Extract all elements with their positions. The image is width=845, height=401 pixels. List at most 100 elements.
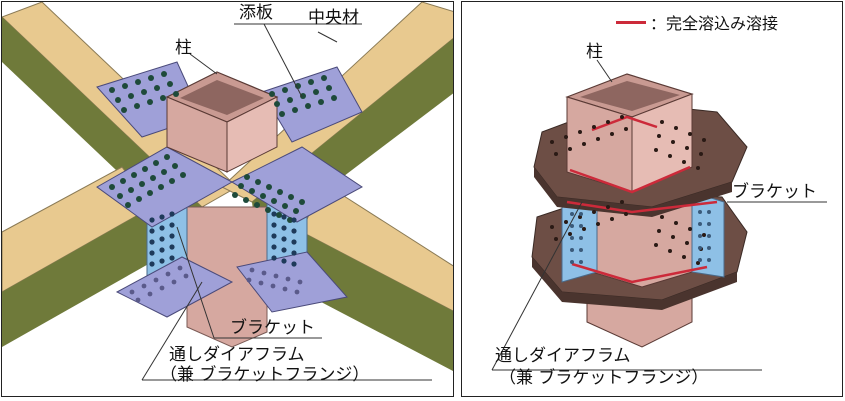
bolt xyxy=(276,212,282,218)
bolt xyxy=(150,175,156,181)
bolt xyxy=(671,235,675,239)
bolt xyxy=(564,135,568,139)
bolt xyxy=(654,148,658,152)
bolt xyxy=(698,258,702,262)
bolt xyxy=(313,89,319,95)
bolt xyxy=(293,208,299,214)
bolt xyxy=(308,79,314,85)
bolt xyxy=(154,85,160,91)
bolt xyxy=(299,199,305,205)
bolt xyxy=(129,289,135,295)
bolt xyxy=(305,103,311,109)
bolt xyxy=(582,227,586,231)
bolt xyxy=(682,255,686,259)
bolt xyxy=(243,197,249,203)
column-top-hole xyxy=(180,80,264,115)
bolt xyxy=(246,277,252,283)
bolt xyxy=(159,258,165,264)
bolt xyxy=(582,142,586,146)
bolt xyxy=(281,258,287,264)
bolt xyxy=(674,126,678,130)
bolt xyxy=(271,255,277,261)
bolt xyxy=(149,228,155,234)
label-column: 柱 xyxy=(586,42,603,62)
bolt xyxy=(321,75,327,81)
bolt xyxy=(159,225,165,231)
bolt xyxy=(169,233,175,239)
bolt xyxy=(698,246,702,250)
bolt xyxy=(707,210,711,214)
bolt xyxy=(285,276,291,282)
bolt xyxy=(270,283,276,289)
bolt xyxy=(141,283,147,289)
bolt xyxy=(318,99,324,105)
bolt xyxy=(624,212,628,216)
bolt xyxy=(158,184,164,190)
legend-text: ：完全溶込み溶接 xyxy=(650,14,779,33)
bolt xyxy=(271,222,277,228)
bolt xyxy=(260,193,266,199)
bolt xyxy=(149,217,155,223)
bolt xyxy=(660,120,664,124)
bolt xyxy=(161,71,167,77)
bolt xyxy=(596,137,600,141)
label-column: 柱 xyxy=(175,38,192,58)
bolt xyxy=(292,107,298,113)
bolt xyxy=(147,99,153,105)
bolt xyxy=(153,160,159,166)
bolt xyxy=(135,297,141,303)
bolt xyxy=(610,217,614,221)
bolt xyxy=(287,217,293,223)
bolt xyxy=(161,169,167,175)
bolt xyxy=(682,160,686,164)
bolt xyxy=(698,222,702,226)
bolt xyxy=(610,132,614,136)
bolt xyxy=(142,166,148,172)
bolt xyxy=(707,222,711,226)
bolt xyxy=(277,189,283,195)
bolt xyxy=(657,134,661,138)
bolt xyxy=(281,247,287,253)
bolt xyxy=(579,248,583,252)
bolt xyxy=(254,202,260,208)
bolt xyxy=(271,198,277,204)
bolt xyxy=(266,184,272,190)
bolt xyxy=(171,279,177,285)
bolt xyxy=(135,79,141,85)
bolt xyxy=(294,289,300,295)
bolt xyxy=(291,250,297,256)
label-through-diaphragm: 通しダイアフラム xyxy=(169,345,305,365)
bolt xyxy=(606,205,610,209)
label-bracket: ブラケット xyxy=(732,182,817,202)
bolt xyxy=(668,249,672,253)
bolt xyxy=(685,241,689,245)
bolt xyxy=(180,172,186,178)
bolt xyxy=(131,172,137,178)
bolt xyxy=(271,244,277,250)
bolt xyxy=(688,227,692,231)
bolt xyxy=(255,179,261,185)
bolt xyxy=(165,271,171,277)
diaphragm-lower-edge xyxy=(532,257,737,310)
bolt xyxy=(282,87,288,93)
bolt xyxy=(568,232,572,236)
bolt xyxy=(291,239,297,245)
bolt xyxy=(282,286,288,292)
bolt xyxy=(136,196,142,202)
bolt xyxy=(115,97,121,103)
bolt xyxy=(688,132,692,136)
bolt xyxy=(244,174,250,180)
bolt xyxy=(149,250,155,256)
bolt xyxy=(668,154,672,158)
bolt xyxy=(579,212,583,216)
left-panel: 柱 添板 中央材 ブラケット 通しダイアフラム （兼 ブラケットフランジ） xyxy=(1,1,454,397)
bolt xyxy=(147,190,153,196)
bolt xyxy=(698,234,702,238)
leader-lines xyxy=(141,23,432,381)
bolt xyxy=(702,233,706,237)
bolt xyxy=(578,130,582,134)
bolt xyxy=(707,246,711,250)
bolt xyxy=(271,233,277,239)
legend: ：完全溶込み溶接 xyxy=(616,10,778,34)
label-through-diaphragm-sub: （兼 ブラケットフランジ） xyxy=(499,368,709,388)
